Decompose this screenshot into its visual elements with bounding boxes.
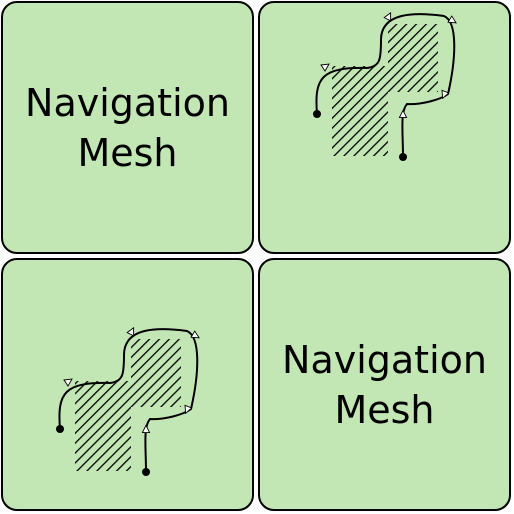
navmesh-path-icon (3, 260, 254, 511)
tile-navmesh-icon[interactable] (258, 1, 511, 254)
tile-navigation-mesh-label[interactable]: Navigation Mesh (1, 1, 254, 254)
label-line-2: Mesh (334, 387, 435, 432)
label-line-1: Navigation (25, 80, 230, 125)
navmesh-path-icon (260, 3, 511, 254)
label-line-1: Navigation (282, 337, 487, 382)
navigation-mesh-text: Navigation Mesh (260, 260, 509, 509)
tile-navigation-mesh-label[interactable]: Navigation Mesh (258, 258, 511, 511)
navigation-mesh-text: Navigation Mesh (3, 3, 252, 252)
label-line-2: Mesh (77, 130, 178, 175)
tile-navmesh-icon[interactable] (1, 258, 254, 511)
